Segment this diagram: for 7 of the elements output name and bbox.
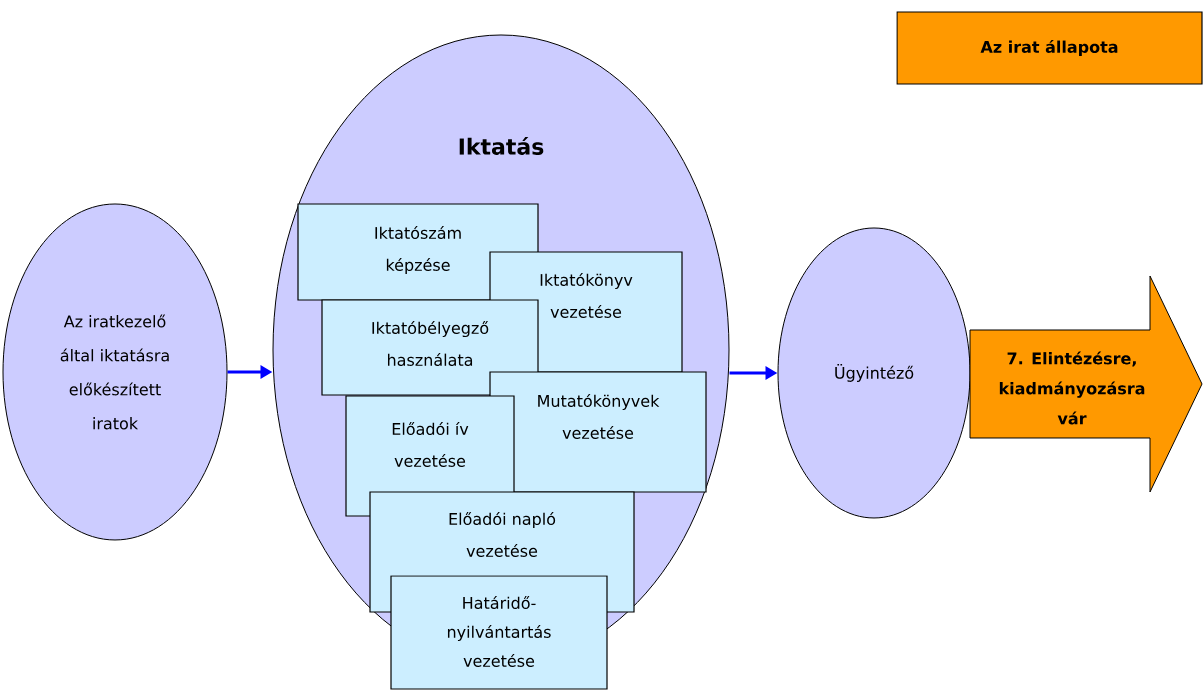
ellipse-node: Ügyintéző: [777, 227, 971, 519]
process-box: Határidő-nyilvántartás vezetése: [390, 575, 608, 690]
ellipse-node: Az iratkezelő által iktatásra előkészített iratok: [2, 203, 228, 541]
process-box: Mutatókönyvek vezetése: [489, 371, 707, 493]
process-box: Iktatószám képzése: [297, 203, 539, 301]
process-box: Iktatóbélyegző használata: [321, 299, 539, 396]
status-box: Az irat állapota: [896, 11, 1203, 85]
